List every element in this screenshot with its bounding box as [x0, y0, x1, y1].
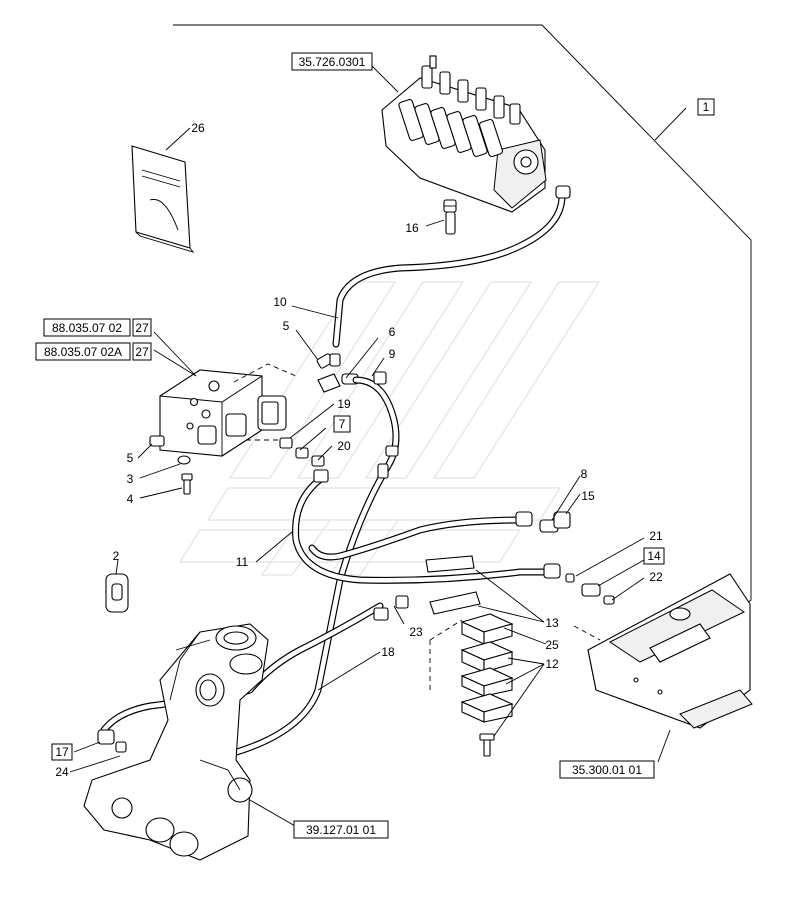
callout-7-box: 7 [333, 415, 351, 433]
control-valve [381, 55, 547, 213]
callout-16: 16 [405, 221, 419, 235]
ref-valve-block-2: 88.035.07 02A 27 [35, 342, 152, 361]
item-16-fitting [443, 199, 457, 235]
callout-8: 8 [581, 467, 588, 481]
ref-tank: 35.300.01 01 [559, 760, 655, 779]
leader-lines [69, 65, 671, 831]
callout-5a: 5 [283, 319, 290, 333]
item-26-manual [131, 145, 195, 253]
ref-valve-block-1-qty: 27 [135, 321, 149, 335]
ref-loader-frame: 39.127.01 01 [293, 820, 389, 839]
callout-24: 24 [55, 765, 69, 779]
callout-14-box: 14 [643, 547, 665, 565]
callout-11: 11 [236, 555, 249, 569]
callout-17: 17 [55, 745, 69, 759]
ref-valve-block-1-label: 88.035.07 02 [52, 321, 122, 335]
fittings-cluster [149, 353, 359, 495]
callout-19: 19 [337, 397, 351, 411]
callout-17-box: 17 [51, 743, 73, 761]
callout-13: 13 [545, 616, 559, 630]
callout-23: 23 [409, 625, 423, 639]
ref-loader-frame-label: 39.127.01 01 [306, 823, 376, 837]
ref-tank-label: 35.300.01 01 [572, 763, 642, 777]
callout-numbers: 26 16 10 5 6 9 19 20 5 3 4 8 15 2 11 21 … [55, 121, 663, 779]
callout-20: 20 [337, 439, 351, 453]
callout-2: 2 [113, 549, 120, 563]
callout-18: 18 [381, 645, 395, 659]
hydraulic-hoses [100, 192, 566, 772]
hose-fittings [97, 185, 615, 775]
callout-15: 15 [581, 489, 595, 503]
callout-7: 7 [339, 417, 346, 431]
callout-21: 21 [649, 529, 663, 543]
ref-valve-block-2-label: 88.035.07 02A [44, 345, 122, 359]
hydraulic-tank [573, 573, 753, 729]
ref-control-valve-label: 35.726.0301 [299, 55, 366, 69]
item-13-tubes [425, 555, 481, 615]
callout-25: 25 [545, 638, 559, 652]
loader-frame [83, 623, 269, 861]
callout-1: 1 [703, 100, 710, 114]
callout-6: 6 [389, 325, 396, 339]
callout-22: 22 [649, 570, 663, 584]
valve-block [159, 363, 297, 457]
callout-3: 3 [127, 472, 134, 486]
callout-1-box: 1 [697, 98, 715, 116]
callout-12: 12 [545, 657, 559, 671]
callout-4: 4 [127, 492, 134, 506]
callout-9: 9 [389, 347, 396, 361]
callout-14: 14 [647, 549, 661, 563]
callout-10: 10 [273, 295, 287, 309]
item-2-clip [105, 573, 129, 613]
ref-valve-block-2-qty: 27 [135, 345, 149, 359]
item-12-25-clamps [429, 613, 514, 757]
ref-valve-block-1: 88.035.07 02 27 [43, 318, 152, 337]
callout-26: 26 [191, 121, 205, 135]
callout-5b: 5 [127, 451, 134, 465]
ref-control-valve: 35.726.0301 [291, 52, 373, 71]
